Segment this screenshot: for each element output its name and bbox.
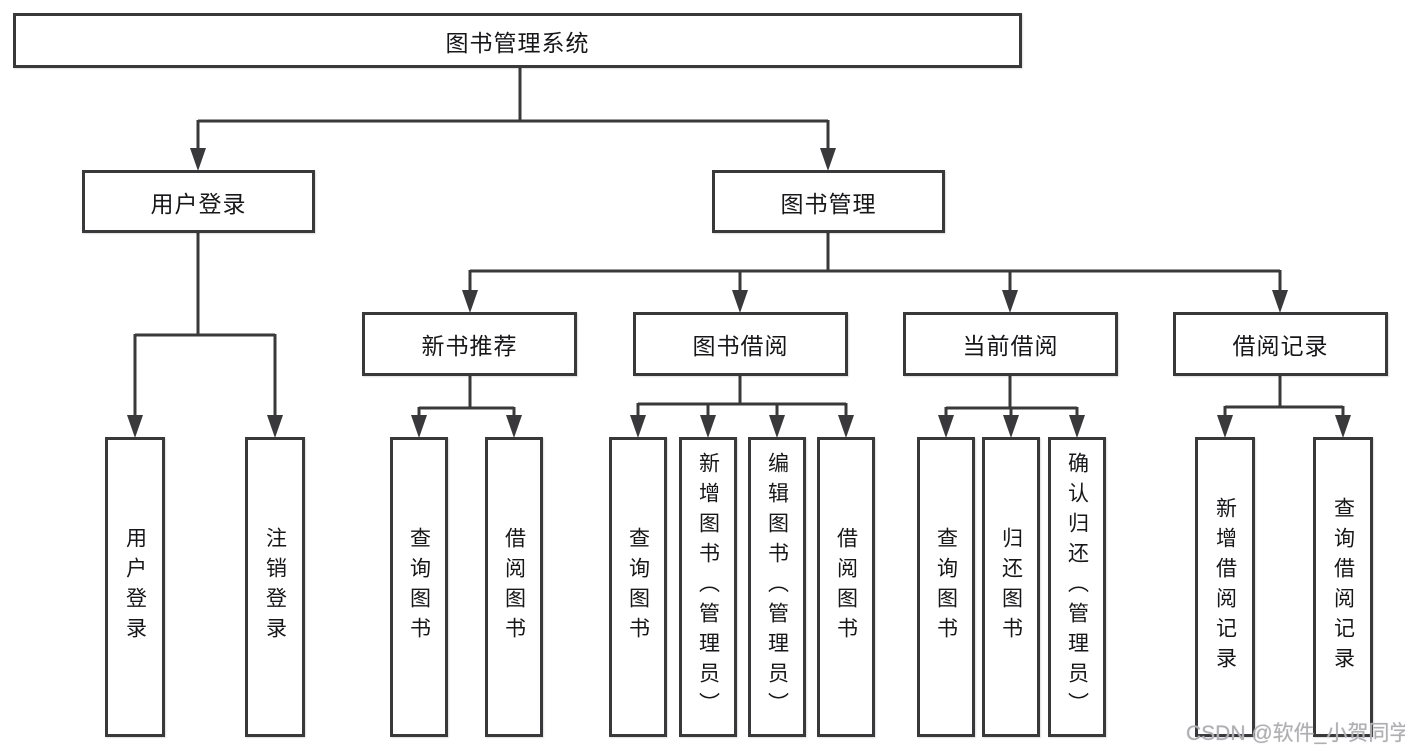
node-root: 图书管理系统 — [13, 13, 1022, 68]
leaf-borrow-books-1: 借阅图书 — [485, 437, 543, 737]
leaf-logout-login: 注销登录 — [245, 437, 305, 737]
csdn-watermark: CSDN @软件_小贺同学 — [1186, 722, 1405, 745]
leaf-query-books-2-label: 查询图书 — [626, 527, 650, 647]
leaf-user-login: 用户登录 — [105, 437, 165, 737]
leaf-query-books-2: 查询图书 — [609, 437, 667, 737]
leaf-add-borrow-record-label: 新增借阅记录 — [1213, 497, 1237, 677]
node-current-borrow: 当前借阅 — [903, 312, 1118, 376]
leaf-query-books-1-label: 查询图书 — [407, 527, 431, 647]
leaf-query-borrow-record-label: 查询借阅记录 — [1331, 497, 1355, 677]
node-book-management: 图书管理 — [712, 170, 945, 233]
leaf-borrow-books-2: 借阅图书 — [817, 437, 875, 737]
node-new-book-recommend: 新书推荐 — [362, 312, 577, 376]
leaf-return-book-label: 归还图书 — [999, 527, 1023, 647]
leaf-query-borrow-record: 查询借阅记录 — [1313, 437, 1373, 737]
leaf-confirm-return-admin-label: 确认归还（管理员） — [1065, 452, 1089, 722]
leaf-query-books-3: 查询图书 — [917, 437, 975, 737]
leaf-borrow-books-1-label: 借阅图书 — [502, 527, 526, 647]
leaf-add-book-admin: 新增图书（管理员） — [679, 437, 737, 737]
leaf-edit-book-admin: 编辑图书（管理员） — [748, 437, 806, 737]
leaf-borrow-books-2-label: 借阅图书 — [834, 527, 858, 647]
leaf-query-books-1: 查询图书 — [390, 437, 448, 737]
leaf-confirm-return-admin: 确认归还（管理员） — [1048, 437, 1106, 737]
node-book-borrow: 图书借阅 — [633, 312, 848, 376]
leaf-logout-login-label: 注销登录 — [263, 527, 287, 647]
leaf-add-borrow-record: 新增借阅记录 — [1195, 437, 1255, 737]
leaf-add-book-admin-label: 新增图书（管理员） — [696, 452, 720, 722]
leaf-return-book: 归还图书 — [982, 437, 1040, 737]
node-borrow-records: 借阅记录 — [1173, 312, 1388, 376]
leaf-query-books-3-label: 查询图书 — [934, 527, 958, 647]
node-user-login: 用户登录 — [82, 170, 315, 233]
leaf-user-login-label: 用户登录 — [123, 527, 147, 647]
arrowheads — [127, 148, 1351, 438]
leaf-edit-book-admin-label: 编辑图书（管理员） — [765, 452, 789, 722]
